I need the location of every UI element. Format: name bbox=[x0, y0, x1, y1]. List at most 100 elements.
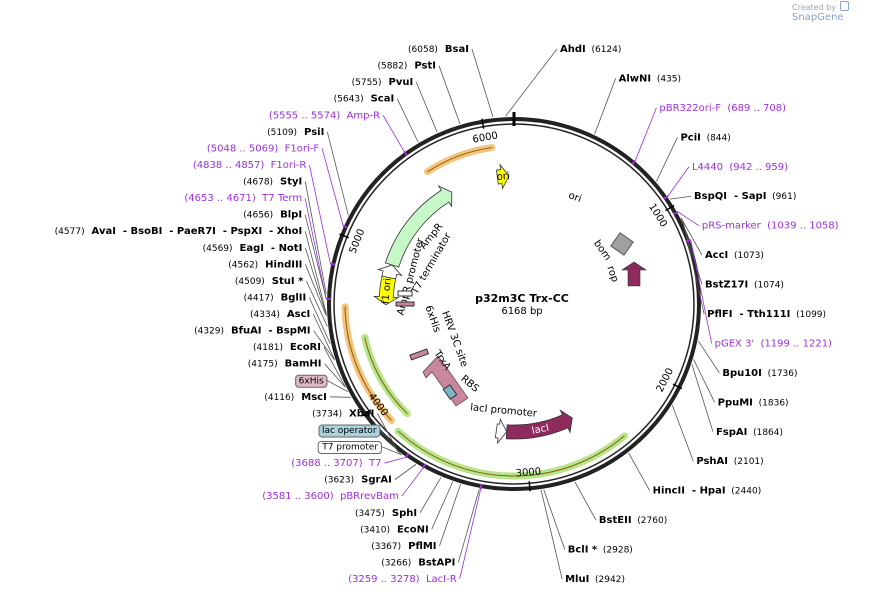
primer-label[interactable]: (3259 .. 3278) LacI-R bbox=[348, 574, 457, 585]
enzyme-site-label[interactable]: AccI (1073) bbox=[705, 250, 764, 261]
site-position: (1073) bbox=[728, 251, 764, 261]
enzyme-site-label[interactable]: (4181) EcoRI bbox=[253, 342, 321, 353]
site-position: (435) bbox=[651, 74, 681, 84]
primer-text: (689 .. 708) bbox=[721, 103, 786, 114]
enzyme-name: ScaI bbox=[364, 94, 395, 105]
enzyme-site-label[interactable]: BstZ17I (1074) bbox=[705, 280, 784, 291]
leader-line bbox=[313, 330, 335, 361]
leader-line bbox=[438, 65, 461, 125]
enzyme-site-label[interactable]: (5755) PvuI bbox=[352, 77, 414, 88]
enzyme-site-label[interactable]: BspQI - SapI (961) bbox=[694, 191, 796, 202]
enzyme-site-label[interactable]: (4569) EagI - NotI bbox=[203, 243, 303, 254]
primer-label[interactable]: pBR322ori-F (689 .. 708) bbox=[659, 103, 786, 114]
feature-lacI-promoter bbox=[494, 417, 508, 445]
enzyme-site-label[interactable]: PshAI (2101) bbox=[696, 456, 763, 467]
enzyme-site-label[interactable]: (3410) EcoNI bbox=[360, 524, 429, 535]
leader-line bbox=[308, 164, 331, 264]
primer-label[interactable]: pGEX 3' (1199 .. 1221) bbox=[715, 338, 832, 349]
primer-mark bbox=[404, 452, 410, 459]
enzyme-site-label[interactable]: PciI (844) bbox=[680, 132, 730, 143]
primer-label[interactable]: (3581 .. 3600) pBRrevBam bbox=[262, 491, 399, 502]
enzyme-name: - HpaI bbox=[685, 486, 726, 497]
enzyme-site-label[interactable]: BclI * (2928) bbox=[568, 545, 633, 556]
enzyme-site-label[interactable]: (5882) PstI bbox=[377, 61, 436, 72]
inner-feature-label: 6xHis bbox=[422, 304, 442, 334]
enzyme-name: EcoNI bbox=[390, 524, 429, 535]
leader-line bbox=[323, 346, 346, 387]
tick-label: 3000 bbox=[515, 466, 541, 479]
enzyme-site-label[interactable]: (3367) PflMI bbox=[371, 541, 436, 552]
enzyme-site-label[interactable]: (4656) BlpI bbox=[243, 210, 302, 221]
primer-label[interactable]: pRS-marker (1039 .. 1058) bbox=[702, 221, 839, 232]
enzyme-site-label[interactable]: BstEII (2760) bbox=[599, 515, 667, 526]
enzyme-site-label[interactable]: (5109) PsiI bbox=[267, 127, 324, 138]
enzyme-site-label[interactable]: (4334) AscI bbox=[250, 309, 310, 320]
feature-tag-label[interactable]: lac operator bbox=[318, 424, 381, 438]
enzyme-name: StyI bbox=[273, 177, 302, 188]
inner-feature-label: ori bbox=[567, 190, 583, 205]
primer-label[interactable]: (5048 .. 5069) F1ori-F bbox=[207, 143, 320, 154]
enzyme-site-label[interactable]: (4562) HindIII bbox=[228, 259, 302, 270]
enzyme-name: BstEII bbox=[599, 515, 632, 526]
leader-line bbox=[379, 429, 401, 455]
svg-text:(3266) BstAPI: (3266) BstAPI bbox=[381, 557, 455, 568]
svg-text:PciI (844): PciI (844) bbox=[680, 132, 730, 143]
leader-line bbox=[326, 131, 349, 216]
enzyme-site-label[interactable]: (4175) BamHI bbox=[248, 359, 322, 370]
enzyme-site-label[interactable]: Bpu10I (1736) bbox=[722, 368, 797, 379]
primer-label[interactable]: L4440 (942 .. 959) bbox=[692, 162, 788, 173]
enzyme-site-label[interactable]: (5643) ScaI bbox=[334, 94, 395, 105]
feature-highlights bbox=[341, 144, 628, 480]
svg-text:(5109) PsiI: (5109) PsiI bbox=[267, 127, 324, 138]
enzyme-site-label[interactable]: AhdI (6124) bbox=[560, 44, 621, 55]
primer-label[interactable]: (3688 .. 3707) T7 bbox=[291, 458, 381, 469]
enzyme-site-label[interactable]: (4577) AvaI - BsoBI - PaeR7I - PspXI - X… bbox=[55, 226, 303, 237]
site-position: 6xHis bbox=[299, 376, 324, 386]
enzyme-site-label[interactable]: (4329) BfuAI - BspMI bbox=[194, 326, 310, 337]
primer-text: Amp-R bbox=[340, 110, 380, 121]
enzyme-site-label[interactable]: (3475) SphI bbox=[355, 508, 417, 519]
primer-text: pRS-marker bbox=[702, 221, 762, 232]
svg-text:pRS-marker (1039 .. 1058): pRS-marker (1039 .. 1058) bbox=[702, 221, 839, 232]
site-position: (3734) bbox=[312, 409, 342, 419]
enzyme-site-label[interactable]: (3734) XbaI bbox=[312, 408, 374, 419]
bom-box bbox=[610, 232, 634, 256]
feature-tag-label[interactable]: T7 promoter bbox=[317, 441, 382, 454]
enzyme-site-label[interactable]: PpuMI (1836) bbox=[718, 397, 789, 408]
site-position: (844) bbox=[701, 133, 731, 143]
enzyme-site-label[interactable]: MluI (2942) bbox=[565, 574, 625, 585]
enzyme-site-label[interactable]: FspAI (1864) bbox=[716, 427, 783, 438]
plasmid-name: p32m3C Trx-CC bbox=[475, 292, 569, 305]
enzyme-site-label[interactable]: (3266) BstAPI bbox=[381, 557, 455, 568]
svg-text:AccI (1073): AccI (1073) bbox=[705, 250, 764, 261]
site-position: (4562) bbox=[228, 260, 258, 270]
enzyme-site-label[interactable]: (6058) BsaI bbox=[408, 44, 469, 55]
feature-tag-label[interactable]: 6xHis bbox=[295, 374, 328, 388]
site-position: (4116) bbox=[264, 393, 294, 403]
enzyme-name: XbaI bbox=[342, 408, 374, 419]
leader-line bbox=[459, 488, 482, 580]
enzyme-site-label[interactable]: (4116) MscI bbox=[264, 392, 326, 403]
enzyme-name: BstZ17I bbox=[705, 280, 748, 291]
enzyme-site-label[interactable]: (3623) SgrAI bbox=[324, 475, 392, 486]
primer-label[interactable]: (5555 .. 5574) Amp-R bbox=[269, 110, 380, 121]
leader-line bbox=[680, 217, 703, 256]
primer-label[interactable]: (4838 .. 4857) F1ori-R bbox=[193, 160, 307, 171]
leader-line bbox=[304, 214, 327, 299]
enzyme-site-label[interactable]: (4509) StuI * bbox=[235, 276, 304, 287]
enzyme-site-label[interactable]: PflFI - Tth111I (1099) bbox=[707, 309, 826, 320]
feature-tag-box bbox=[317, 441, 382, 454]
svg-text:BspQI - SapI (961): BspQI - SapI (961) bbox=[694, 191, 796, 202]
site-position: (4334) bbox=[250, 310, 280, 320]
primer-label[interactable]: (4653 .. 4671) T7 Term bbox=[184, 193, 302, 204]
enzyme-name: BspQI bbox=[694, 191, 727, 202]
enzyme-site-label[interactable]: (4417) BglII bbox=[244, 292, 307, 303]
svg-text:(4838 .. 4857) F1ori-R: (4838 .. 4857) F1ori-R bbox=[193, 160, 307, 171]
enzyme-name: PflMI bbox=[401, 541, 436, 552]
enzyme-site-label[interactable]: (4678) StyI bbox=[243, 177, 302, 188]
leader-line bbox=[677, 211, 700, 227]
enzyme-site-label[interactable]: AlwNI (435) bbox=[619, 73, 681, 84]
svg-text:(4577) AvaI - BsoBI - PaeR7: (4577) AvaI - BsoBI - PaeR7I - PspXI - X… bbox=[55, 226, 303, 237]
enzyme-site-label[interactable]: HincII - HpaI (2440) bbox=[653, 486, 762, 497]
site-position: (3623) bbox=[324, 476, 354, 486]
